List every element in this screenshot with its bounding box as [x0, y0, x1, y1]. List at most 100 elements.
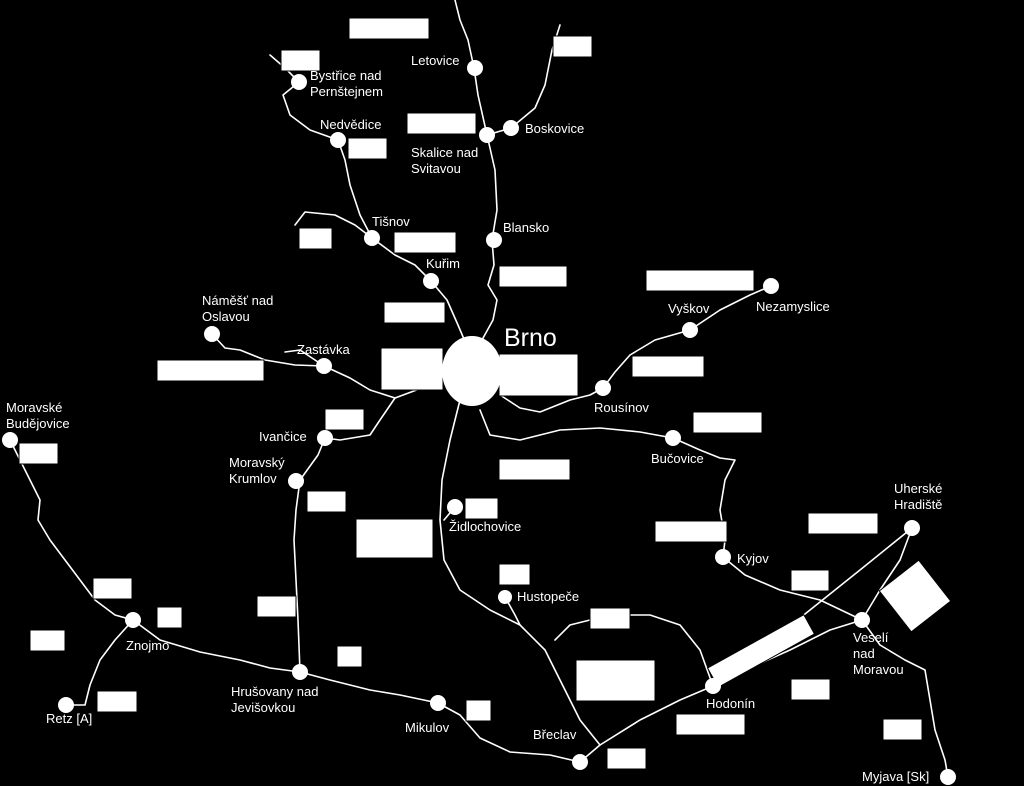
station-label: Kuřim [426, 256, 460, 271]
station-label-line: Náměšť nad [202, 293, 273, 308]
station-label-line: Nezamyslice [756, 299, 830, 314]
station-marker[interactable] [317, 430, 333, 446]
station-marker[interactable] [498, 590, 512, 604]
station-myjava[interactable]: Myjava [Sk] [862, 769, 956, 785]
station-bystrice[interactable]: Bystřice nad Pernštejnem [291, 68, 385, 99]
station-label: Skalice nad Svitavou [411, 145, 482, 176]
station-bucovice[interactable]: Bučovice [651, 430, 704, 466]
station-boskovice[interactable]: Boskovice [503, 120, 584, 136]
station-letovice[interactable]: Letovice [411, 53, 483, 76]
station-marker[interactable] [572, 754, 588, 770]
station-label-line: Uherské [894, 481, 942, 496]
station-vyskov[interactable]: Vyškov [668, 301, 710, 338]
station-label-line: Rousínov [594, 400, 649, 415]
station-marker[interactable] [288, 473, 304, 489]
station-hustopece[interactable]: Hustopeče [498, 589, 579, 604]
station-hodonin[interactable]: Hodonín [705, 678, 755, 711]
station-marker[interactable] [763, 278, 779, 294]
station-moravsky-krumlov[interactable]: Moravský Krumlov [229, 455, 304, 489]
station-label: Hodonín [706, 696, 755, 711]
station-rousinov[interactable]: Rousínov [594, 380, 649, 415]
station-label-line: Vyškov [668, 301, 710, 316]
station-marker[interactable] [705, 678, 721, 694]
station-marker[interactable] [330, 132, 346, 148]
station-kyjov[interactable]: Kyjov [715, 549, 769, 566]
label-box [156, 606, 183, 629]
station-label: Boskovice [525, 121, 584, 136]
rail-line-budejovice-znojmo [9, 439, 134, 621]
station-marker[interactable] [595, 380, 611, 396]
rail-line-letovice-brno [454, 0, 498, 359]
station-marker[interactable] [292, 664, 308, 680]
station-label-line: Kyjov [737, 551, 769, 566]
station-marker[interactable] [2, 432, 18, 448]
station-tisnov[interactable]: Tišnov [364, 214, 410, 246]
station-label-line: Hustopeče [517, 589, 579, 604]
station-ivancice[interactable]: Ivančice [259, 429, 333, 446]
station-marker[interactable] [58, 697, 74, 713]
station-label: Náměšť nad Oslavou [202, 293, 277, 324]
station-zidlochovice[interactable]: Židlochovice [447, 499, 521, 534]
station-veseli[interactable]: Veselí nad Moravou [853, 612, 904, 677]
station-uherske-hradiste[interactable]: Uherské Hradiště [894, 481, 946, 536]
station-marker[interactable] [204, 326, 220, 342]
station-mikulov[interactable]: Mikulov [405, 695, 450, 735]
station-label-line: Myjava [Sk] [862, 769, 929, 784]
station-hrusovany[interactable]: Hrušovany nad Jevišovkou [231, 664, 322, 715]
station-marker[interactable] [479, 127, 495, 143]
label-box [393, 231, 457, 254]
station-blansko[interactable]: Blansko [486, 220, 549, 248]
station-breclav[interactable]: Břeclav [533, 727, 588, 770]
station-label-line: Krumlov [229, 471, 277, 486]
station-marker[interactable] [904, 520, 920, 536]
station-marker[interactable] [854, 612, 870, 628]
station-marker[interactable] [423, 273, 439, 289]
label-box [306, 490, 347, 513]
station-marker[interactable] [665, 430, 681, 446]
brno-hub-marker[interactable] [442, 336, 502, 406]
station-marker[interactable] [467, 60, 483, 76]
station-marker[interactable] [486, 232, 502, 248]
station-nezamyslice[interactable]: Nezamyslice [756, 278, 830, 314]
station-label-line: Moravou [853, 662, 904, 677]
station-label: Zastávka [297, 342, 351, 357]
station-marker[interactable] [503, 120, 519, 136]
station-marker[interactable] [682, 322, 698, 338]
station-label-line: Blansko [503, 220, 549, 235]
station-marker[interactable] [125, 612, 141, 628]
station-marker[interactable] [715, 549, 731, 565]
station-marker[interactable] [316, 358, 332, 374]
label-box [882, 718, 923, 741]
label-box [298, 227, 333, 250]
station-label: Moravský Krumlov [229, 455, 288, 486]
station-label: Bučovice [651, 451, 704, 466]
station-namest[interactable]: Náměšť nad Oslavou [202, 293, 277, 342]
station-marker[interactable] [940, 769, 956, 785]
station-marker[interactable] [447, 499, 463, 515]
station-marker[interactable] [364, 230, 380, 246]
label-box [498, 563, 531, 586]
station-skalice[interactable]: Skalice nad Svitavou [411, 127, 495, 176]
station-marker[interactable] [430, 695, 446, 711]
label-box [383, 301, 446, 324]
station-kurim[interactable]: Kuřim [423, 256, 460, 289]
station-label-line: Bystřice nad [310, 68, 382, 83]
station-label: Hustopeče [517, 589, 579, 604]
label-box [575, 659, 656, 702]
station-label-line: Moravský [229, 455, 285, 470]
label-box [29, 629, 66, 652]
station-moravske-budejovice[interactable]: Moravské Budějovice [2, 400, 70, 448]
station-zastavka[interactable]: Zastávka [297, 342, 351, 374]
station-marker[interactable] [291, 74, 307, 90]
label-box [280, 49, 321, 72]
rail-line-breclav-uherske [599, 527, 913, 746]
station-znojmo[interactable]: Znojmo [125, 612, 169, 653]
station-retz[interactable]: Retz [A] [46, 697, 92, 726]
station-label: Moravské Budějovice [6, 400, 70, 431]
rail-line-ivancice-hrusovany [293, 397, 396, 673]
station-nedvedice[interactable]: Nedvědice [320, 117, 381, 148]
label-box [498, 353, 579, 397]
rail-line-zastavka-alt [284, 349, 325, 367]
brno-hub[interactable]: Brno [442, 324, 557, 406]
